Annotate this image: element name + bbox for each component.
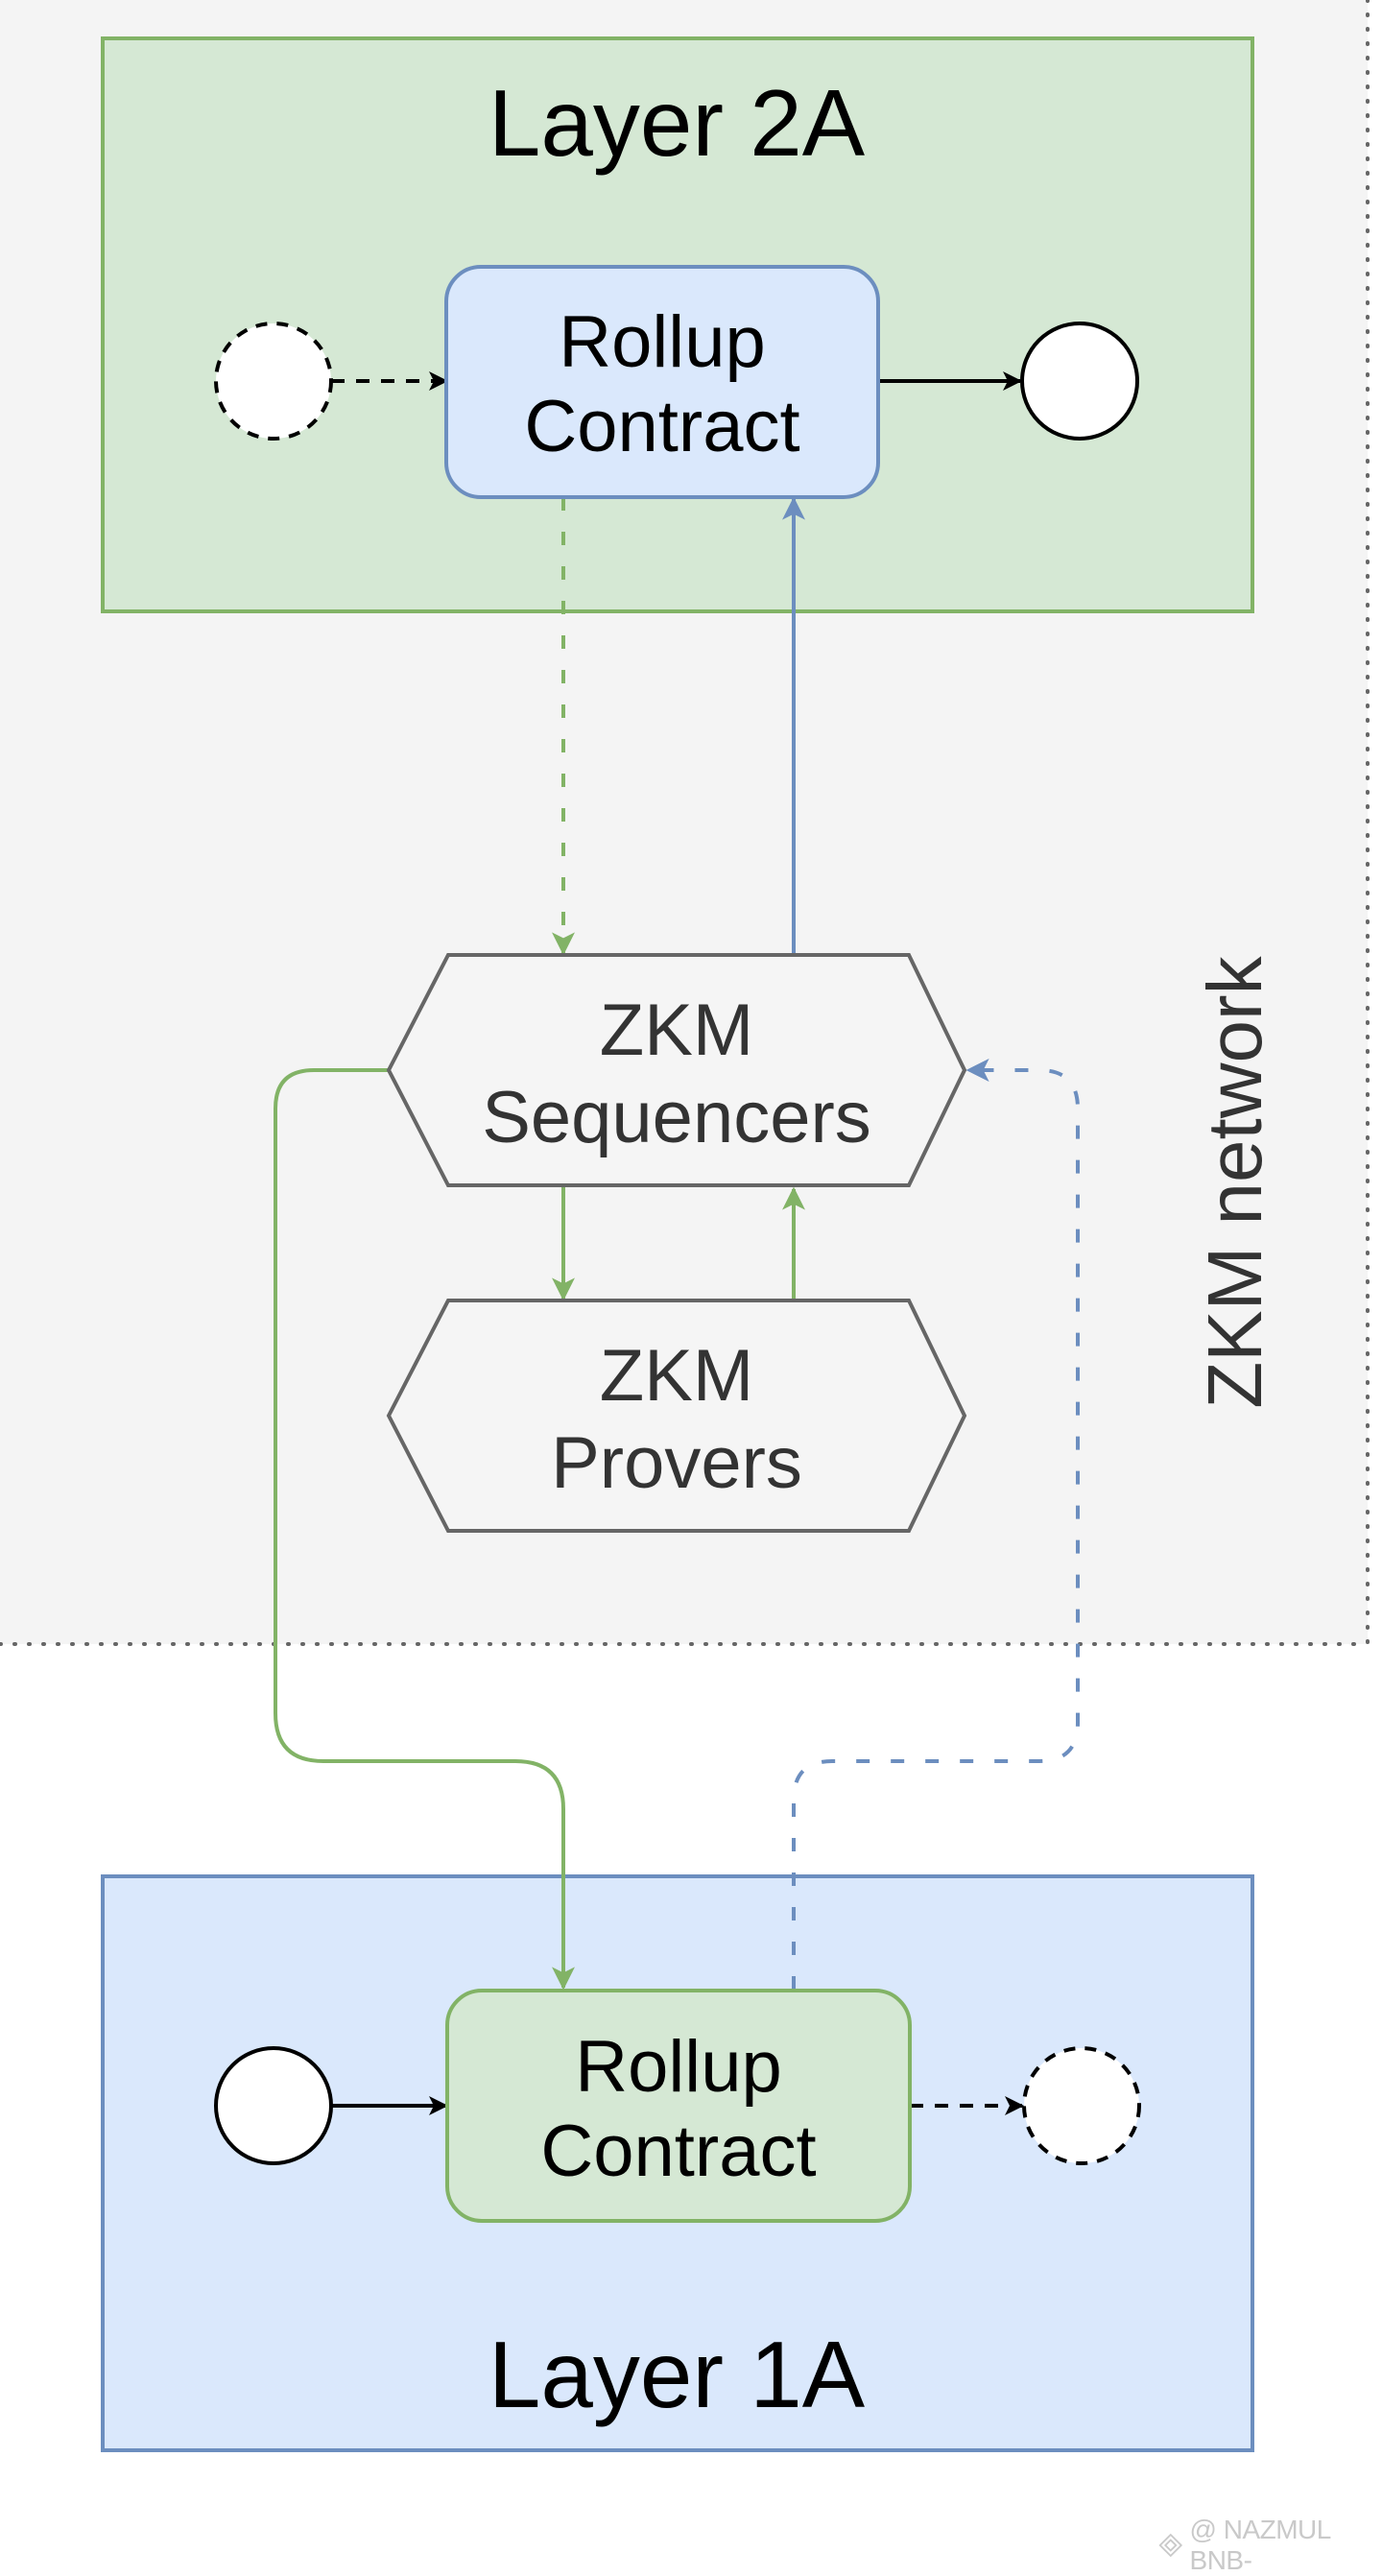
rollup-contract-2a-box[interactable] xyxy=(444,265,880,499)
zkm-sequencers-hexagon[interactable] xyxy=(386,953,967,1187)
zkm-sequencers[interactable]: ZKM Sequencers xyxy=(386,953,967,1187)
layer-2a-label: Layer 2A xyxy=(488,70,866,176)
zkm-sequencers-label-line1: ZKM xyxy=(600,990,753,1071)
zkm-sequencers-label-line2: Sequencers xyxy=(482,1077,871,1158)
zkm-provers-hexagon[interactable] xyxy=(386,1299,967,1533)
watermark: @ NAZMUL BNB- xyxy=(1157,2515,1382,2576)
zkm-provers-label-line1: ZKM xyxy=(600,1335,753,1417)
rollup-contract-1a-box[interactable] xyxy=(445,1989,912,2223)
l2a-input-event-circle[interactable] xyxy=(214,322,333,441)
watermark-text: @ NAZMUL BNB- xyxy=(1189,2515,1331,2575)
l2a-output-event-circle[interactable] xyxy=(1020,322,1139,441)
rollup-contract-2a-label-line2: Contract xyxy=(524,386,799,467)
zkm-provers-label-line2: Provers xyxy=(551,1422,802,1504)
edge-rollup1a-to-sequencers xyxy=(792,1059,1080,1990)
l1a-output-event-circle[interactable] xyxy=(1022,2046,1141,2165)
edge-sequencers-to-rollup1a xyxy=(274,1068,575,1991)
layer-1a-label: Layer 1A xyxy=(488,2322,866,2427)
rollup-contract-1a[interactable]: Rollup Contract xyxy=(445,1989,912,2223)
edges xyxy=(274,371,1080,2115)
rollup-contract-1a-label-line2: Contract xyxy=(540,2111,816,2192)
rollup-contract-1a-label-line1: Rollup xyxy=(575,2026,781,2108)
zkm-network-label: ZKM network xyxy=(1192,955,1277,1408)
zkm-provers[interactable]: ZKM Provers xyxy=(386,1299,967,1533)
binance-diamond-icon xyxy=(1158,2533,1183,2558)
l1a-input-event-circle[interactable] xyxy=(214,2046,333,2165)
rollup-contract-2a-label-line1: Rollup xyxy=(559,301,765,383)
rollup-contract-2a[interactable]: Rollup Contract xyxy=(444,265,880,499)
